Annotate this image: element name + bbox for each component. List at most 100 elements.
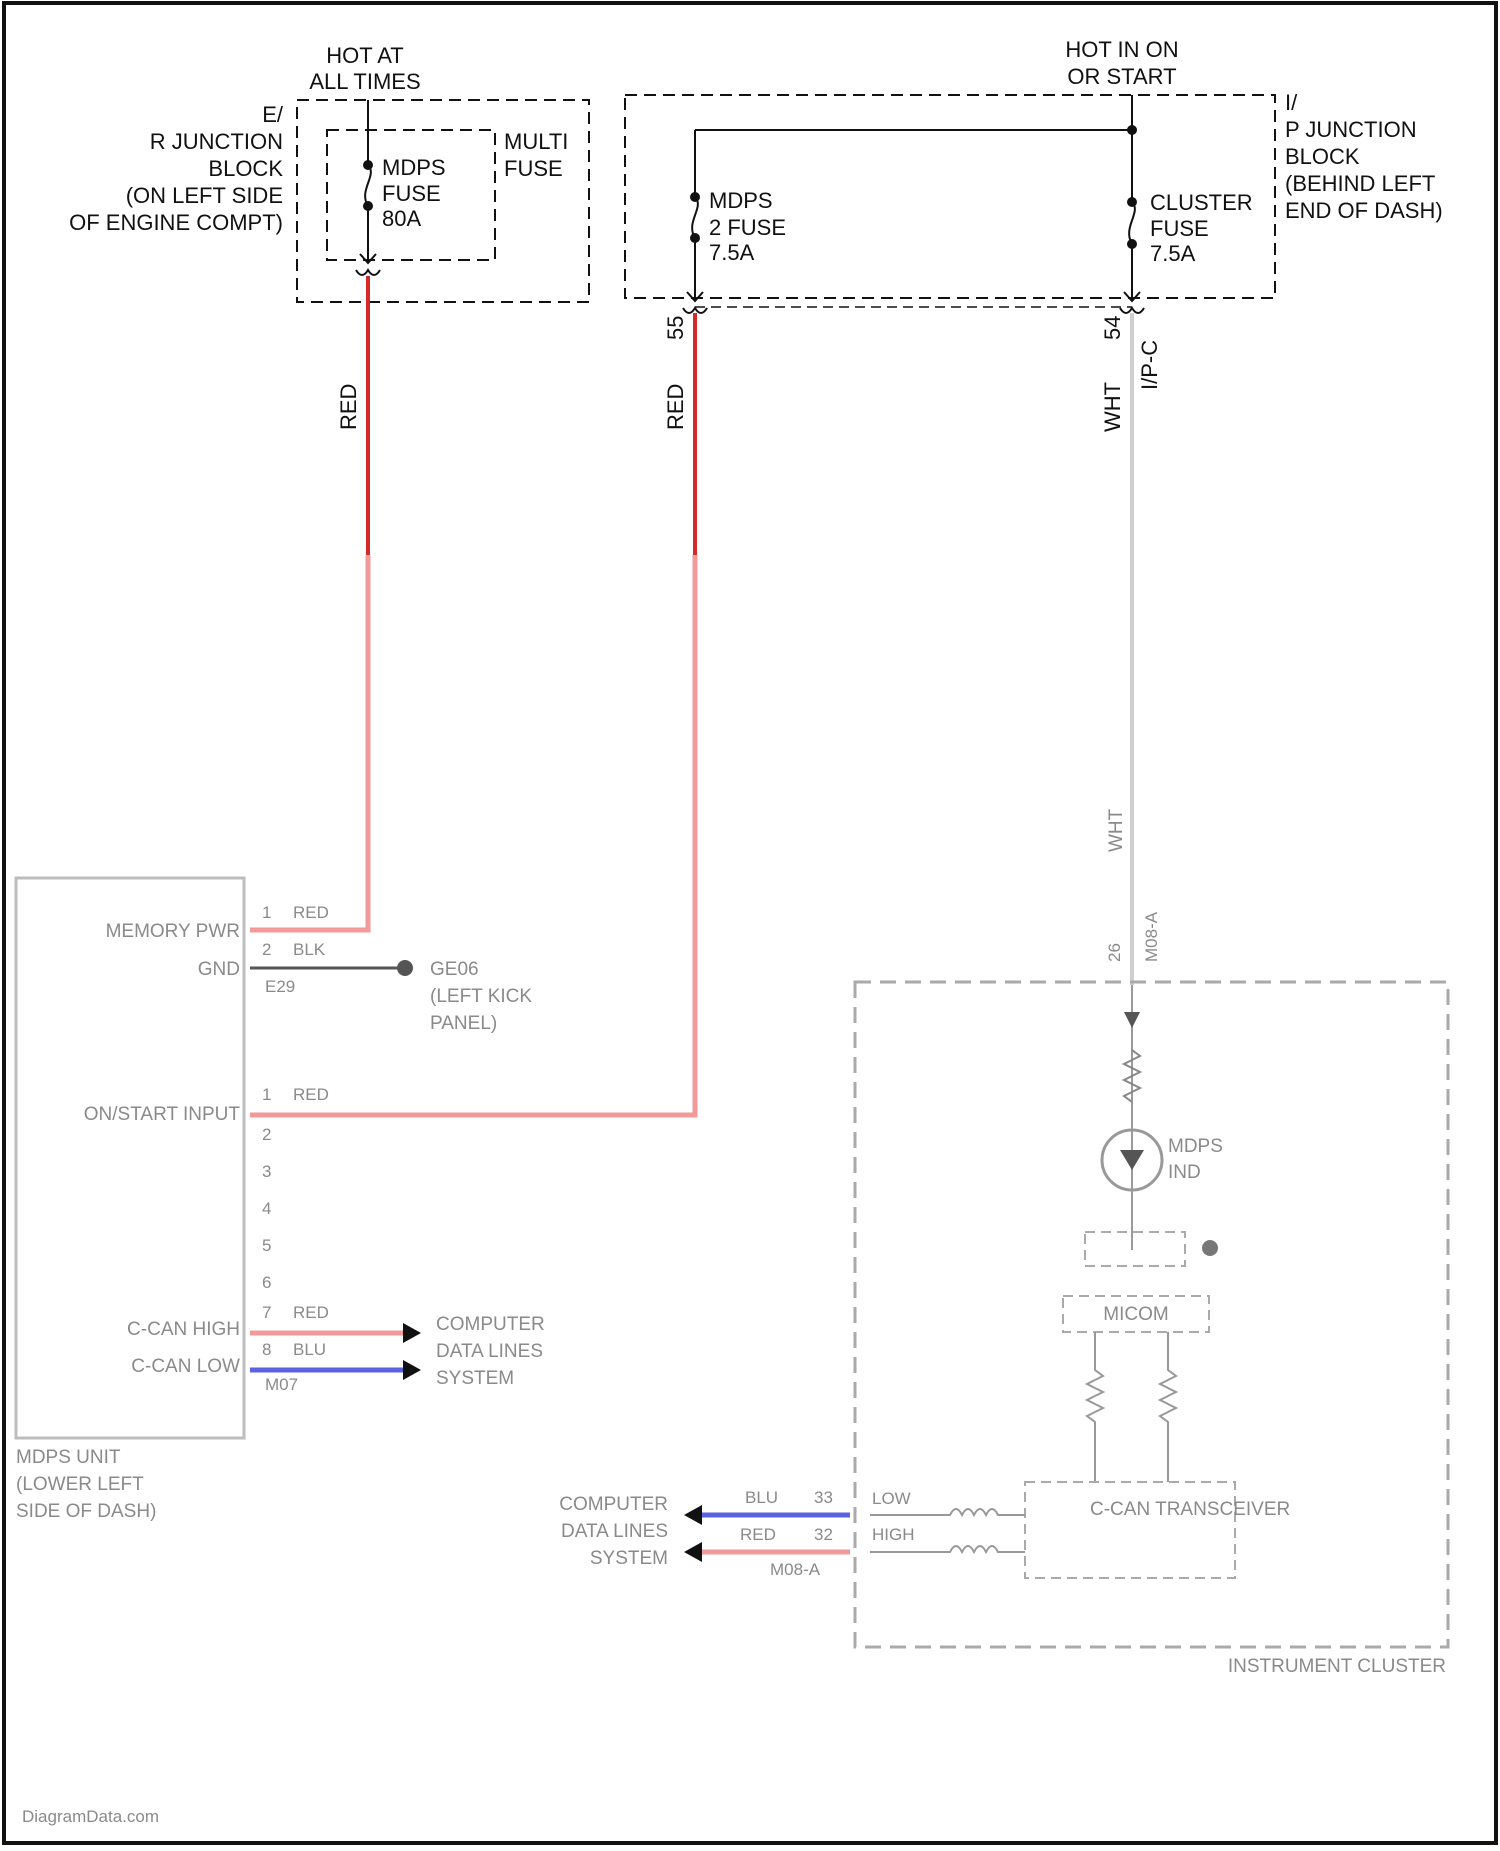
pin-55-label: 55 bbox=[663, 316, 688, 340]
mdps-unit-label-1: MDPS UNIT bbox=[16, 1447, 121, 1468]
mdps-conn-can: M07 bbox=[265, 1375, 298, 1394]
cluster-connector-symbol bbox=[1120, 308, 1144, 313]
mdps-wire-high: RED bbox=[293, 1303, 329, 1322]
ground-symbol bbox=[397, 960, 413, 976]
fuse-80a-symbol bbox=[365, 165, 371, 206]
ground-label-1: GE06 bbox=[430, 959, 479, 980]
er-block-label-5: OF ENGINE COMPT) bbox=[69, 210, 283, 235]
cluster-pin-top: 26 bbox=[1105, 943, 1124, 962]
ip-block-label-1: I/ bbox=[1285, 90, 1298, 115]
mdps-pin-extra-3: 3 bbox=[262, 1162, 271, 1181]
red-wire-1-faded bbox=[250, 555, 368, 930]
mdps-can-high-arrow bbox=[403, 1323, 421, 1343]
micom-right-resistor bbox=[1160, 1332, 1176, 1482]
cluster-switch-ground bbox=[1202, 1240, 1218, 1256]
mdps-indicator-diode bbox=[1120, 1150, 1144, 1170]
mdps-pin-extra-5: 5 bbox=[262, 1236, 271, 1255]
hot-in-on-line1: HOT IN ON bbox=[1065, 37, 1178, 62]
fuse-80a-label-1: MDPS bbox=[382, 155, 446, 180]
micom-label: MICOM bbox=[1103, 1304, 1168, 1325]
mdps-can-dest-3: SYSTEM bbox=[436, 1368, 514, 1389]
hot-at-all-times-line2: ALL TIMES bbox=[309, 69, 420, 94]
mdps2-fuse-label-3: 7.5A bbox=[709, 240, 755, 265]
indicator-label-2: IND bbox=[1168, 1162, 1201, 1183]
mdps-can-dest-1: COMPUTER bbox=[436, 1314, 545, 1335]
mdps-unit-label-2: (LOWER LEFT bbox=[16, 1474, 144, 1495]
cluster-low-label: LOW bbox=[872, 1489, 911, 1508]
cluster-can-dest-2: DATA LINES bbox=[561, 1521, 668, 1542]
cluster-can-high-arrow bbox=[684, 1542, 702, 1562]
mdps-c-can-high-label: C-CAN HIGH bbox=[127, 1319, 240, 1340]
mdps-can-low-arrow bbox=[403, 1360, 421, 1380]
mdps-wire-gnd: BLK bbox=[293, 940, 326, 959]
red-wire-2-label: RED bbox=[663, 384, 688, 430]
hot-in-on-line2: OR START bbox=[1067, 64, 1176, 89]
fuse-80a-label-2: FUSE bbox=[382, 181, 441, 206]
mdps2-fuse-label-2: 2 FUSE bbox=[709, 215, 786, 240]
mdps-wire-on: RED bbox=[293, 1085, 329, 1104]
mdps-on-start-label: ON/START INPUT bbox=[84, 1104, 241, 1125]
instrument-cluster-label: INSTRUMENT CLUSTER bbox=[1228, 1656, 1446, 1677]
mdps-pin-on: 1 bbox=[262, 1085, 271, 1104]
mdps-unit-label-3: SIDE OF DASH) bbox=[16, 1501, 156, 1522]
pin-54-label: 54 bbox=[1100, 316, 1125, 340]
mdps-pin-gnd: 2 bbox=[262, 940, 271, 959]
mdps-memory-pwr-label: MEMORY PWR bbox=[106, 921, 240, 942]
cluster-conn-top: M08-A bbox=[1142, 911, 1161, 962]
cluster-wire-high-label: RED bbox=[740, 1525, 776, 1544]
cluster-low-coil bbox=[870, 1509, 1025, 1515]
wht-label: WHT bbox=[1100, 382, 1125, 432]
transceiver-box bbox=[1025, 1482, 1235, 1578]
er-block-label-1: E/ bbox=[262, 102, 284, 127]
red-wire-1-label: RED bbox=[336, 384, 361, 430]
indicator-label-1: MDPS bbox=[1168, 1136, 1223, 1157]
er-block-label-3: BLOCK bbox=[208, 156, 283, 181]
cluster-conn-bottom: M08-A bbox=[770, 1560, 821, 1579]
mdps-c-can-low-label: C-CAN LOW bbox=[131, 1356, 240, 1377]
mdps2-connector-symbol bbox=[683, 308, 707, 313]
er-block-label-2: R JUNCTION bbox=[150, 129, 283, 154]
cluster-fuse-label-1: CLUSTER bbox=[1150, 190, 1253, 215]
ground-label-3: PANEL) bbox=[430, 1013, 497, 1034]
mdps2-fuse-symbol bbox=[692, 197, 698, 238]
cluster-fuse-label-3: 7.5A bbox=[1150, 241, 1196, 266]
cluster-fuse-symbol bbox=[1129, 202, 1135, 244]
cluster-high-coil bbox=[870, 1546, 1025, 1552]
mdps-pin-mem: 1 bbox=[262, 903, 271, 922]
ip-block-label-3: BLOCK bbox=[1285, 144, 1360, 169]
hot-at-all-times-line1: HOT AT bbox=[326, 43, 403, 68]
multi-fuse-label-1: MULTI bbox=[504, 129, 568, 154]
mdps-gnd-label: GND bbox=[198, 959, 240, 980]
cluster-pin-high-label: 32 bbox=[814, 1525, 833, 1544]
mdps-conn-gnd: E29 bbox=[265, 977, 295, 996]
cluster-feed-arrow bbox=[1124, 1012, 1140, 1028]
transceiver-label: C-CAN TRANSCEIVER bbox=[1090, 1499, 1290, 1520]
cluster-wire-low-label: BLU bbox=[745, 1488, 778, 1507]
mdps-wire-low: BLU bbox=[293, 1340, 326, 1359]
er-connector-symbol bbox=[356, 270, 380, 275]
watermark: DiagramData.com bbox=[22, 1807, 159, 1826]
cluster-wht-label: WHT bbox=[1106, 808, 1127, 852]
multi-fuse-label-2: FUSE bbox=[504, 156, 563, 181]
ip-block-label-4: (BEHIND LEFT bbox=[1285, 171, 1435, 196]
mdps-can-dest-2: DATA LINES bbox=[436, 1341, 543, 1362]
mdps-extra-pins: 2 3 4 5 6 bbox=[262, 1125, 271, 1292]
ip-block-label-5: END OF DASH) bbox=[1285, 198, 1443, 223]
mdps2-fuse-label-1: MDPS bbox=[709, 188, 773, 213]
cluster-can-dest-3: SYSTEM bbox=[590, 1548, 668, 1569]
ground-label-2: (LEFT KICK bbox=[430, 986, 532, 1007]
ipc-label: I/P-C bbox=[1137, 340, 1162, 390]
cluster-switch-box bbox=[1085, 1232, 1185, 1266]
mdps-pin-low: 8 bbox=[262, 1340, 271, 1359]
mdps-wire-mem: RED bbox=[293, 903, 329, 922]
mdps-pin-extra-4: 4 bbox=[262, 1199, 271, 1218]
cluster-high-label: HIGH bbox=[872, 1525, 915, 1544]
mdps-pin-extra-2: 2 bbox=[262, 1125, 271, 1144]
cluster-can-low-arrow bbox=[684, 1505, 702, 1525]
er-block-label-4: (ON LEFT SIDE bbox=[126, 183, 283, 208]
cluster-can-dest-1: COMPUTER bbox=[559, 1494, 668, 1515]
fuse-80a-label-3: 80A bbox=[382, 206, 421, 231]
micom-left-resistor bbox=[1087, 1332, 1103, 1482]
